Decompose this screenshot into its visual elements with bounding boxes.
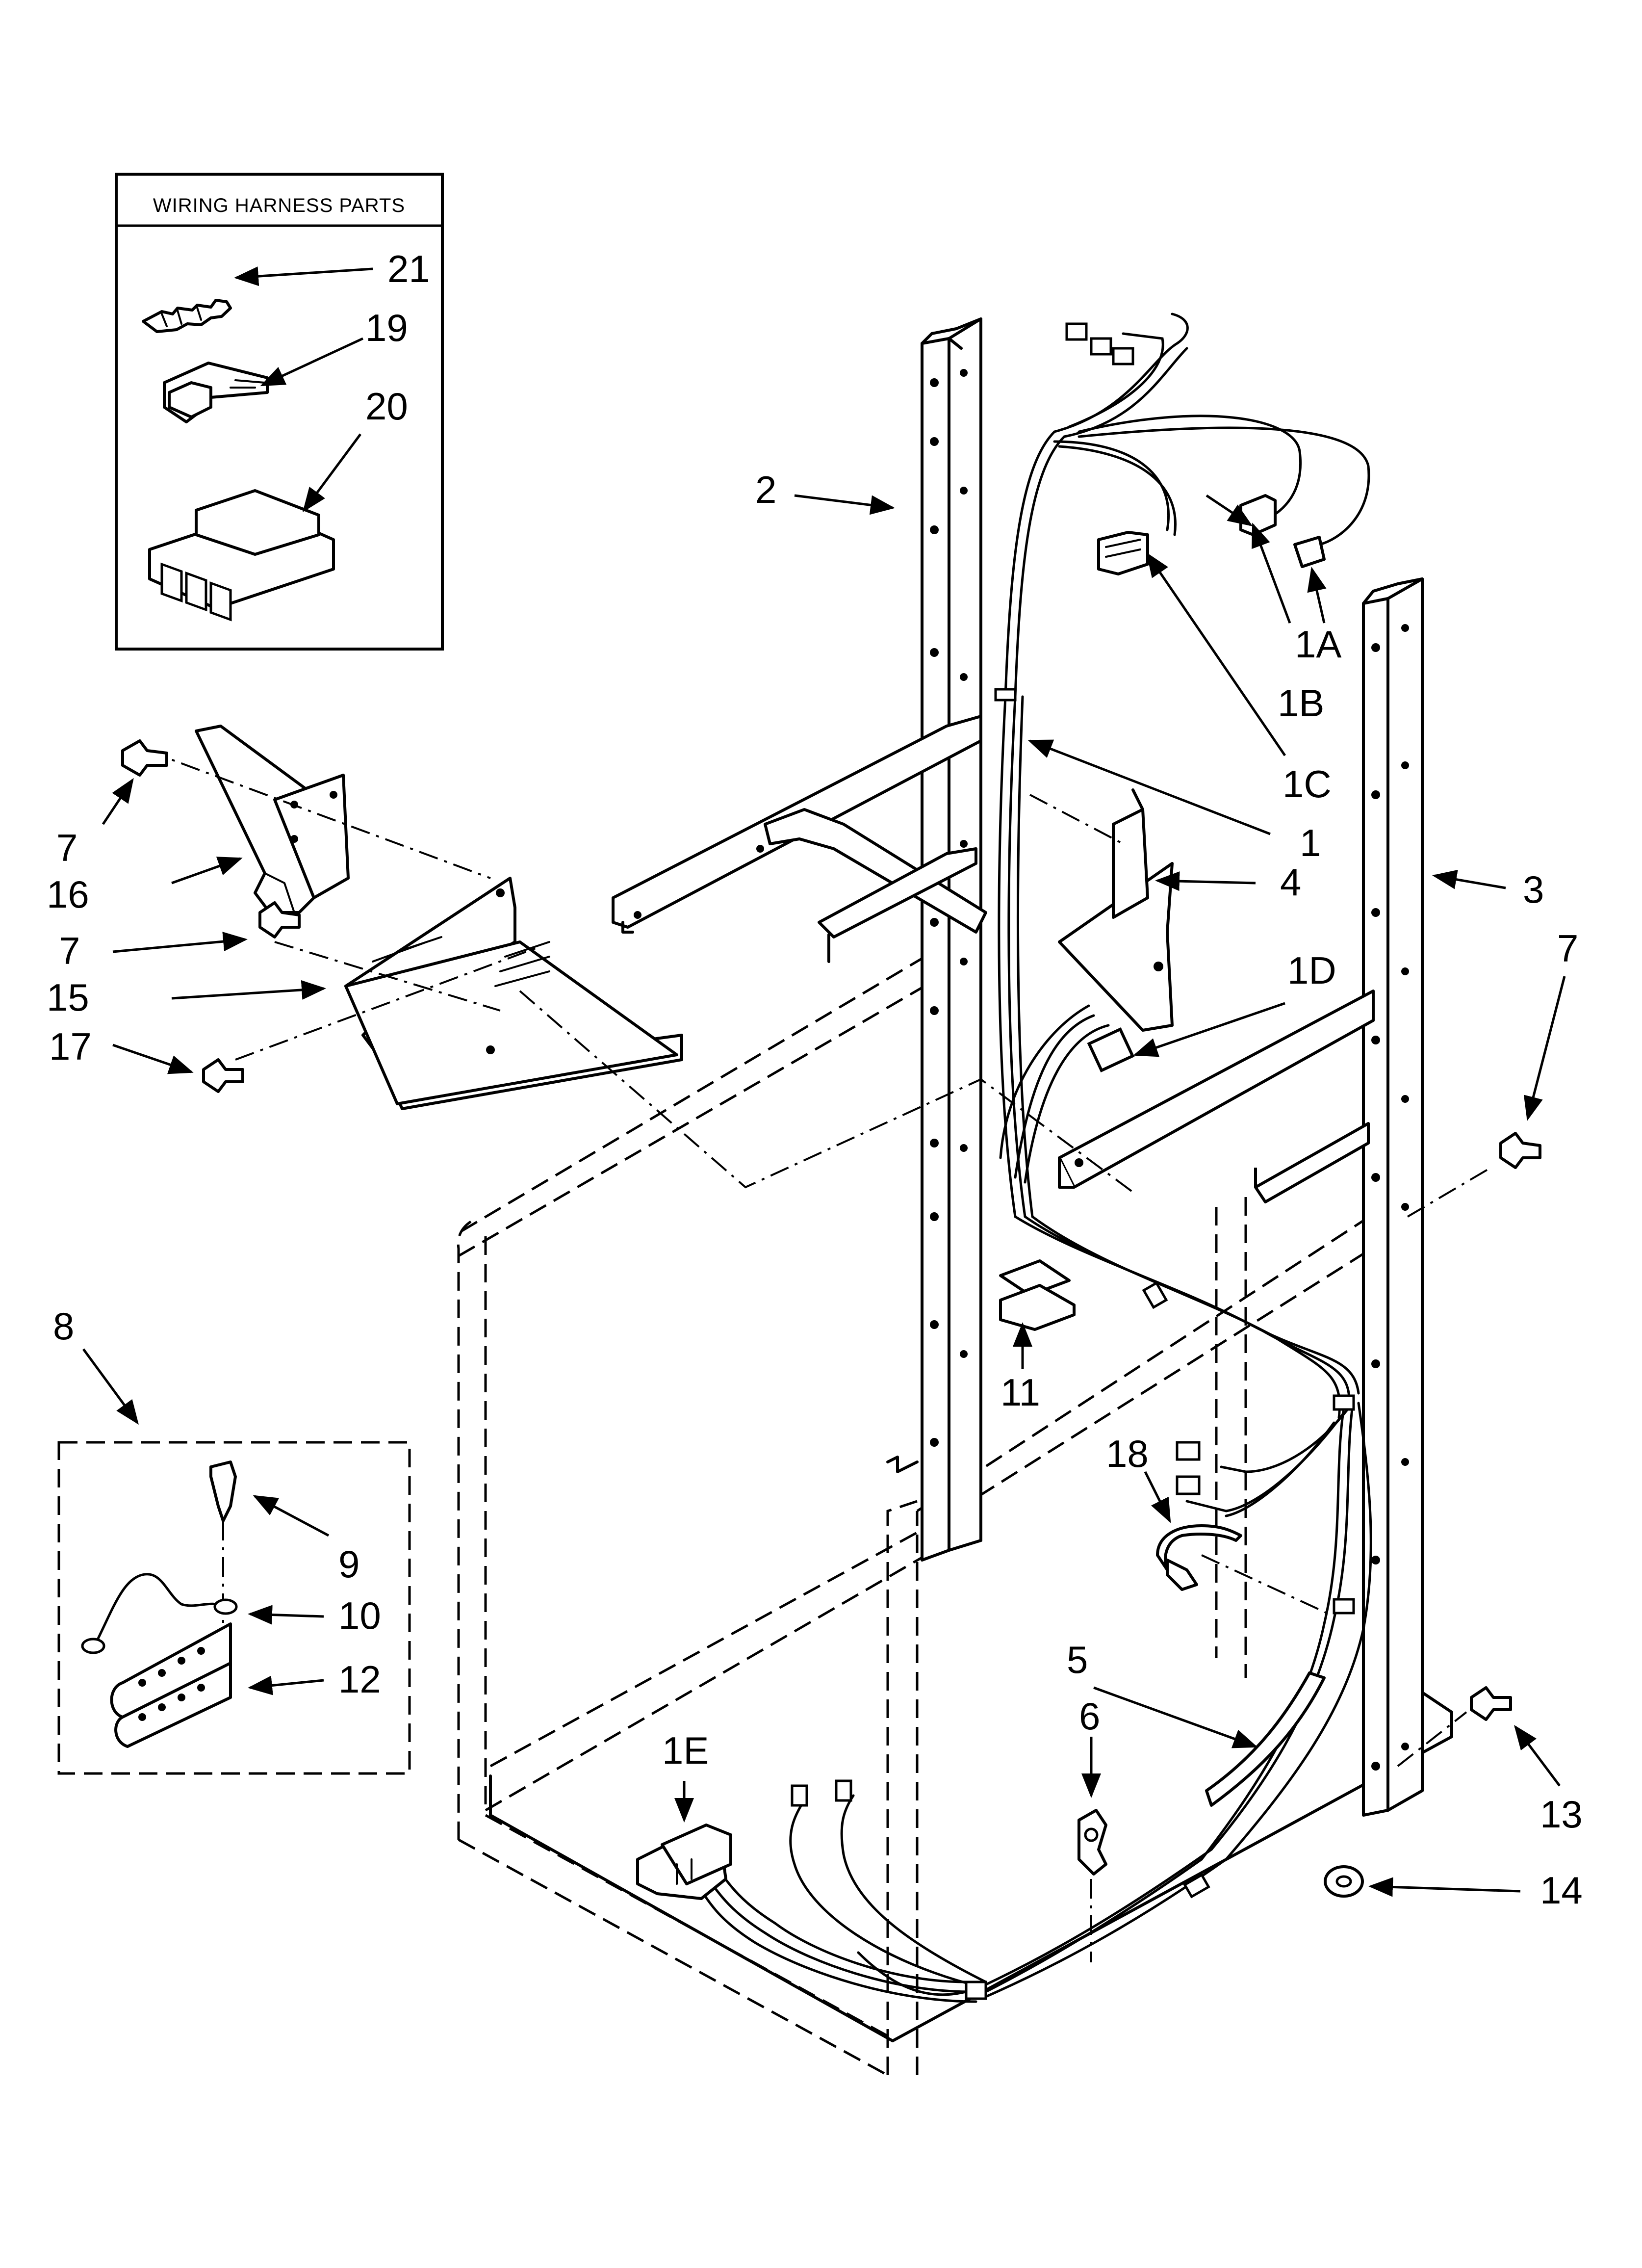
callout-11: 11	[1001, 1371, 1040, 1414]
ground-strip-part-12	[110, 1622, 232, 1748]
callout-12: 12	[338, 1658, 381, 1701]
screw-7-middle	[258, 901, 301, 938]
connector-1C	[1097, 531, 1149, 575]
right-cross-brace	[1058, 990, 1375, 1203]
connector-1D	[1087, 1027, 1135, 1072]
screw-part-9	[209, 1460, 237, 1522]
callout-10: 10	[338, 1594, 381, 1637]
left-cross-brace	[612, 715, 987, 963]
callout-1E: 1E	[662, 1729, 709, 1772]
callout-3: 3	[1523, 868, 1544, 911]
callout-17: 17	[49, 1025, 92, 1068]
cabinet-base-outline	[457, 945, 1453, 2077]
box-part-15	[344, 877, 683, 1110]
connector-1A	[1293, 536, 1326, 568]
nut-part-14	[1324, 1865, 1364, 1898]
callout-1A: 1A	[1295, 623, 1341, 666]
callout-8: 8	[53, 1304, 74, 1348]
terminal-part-21	[142, 299, 232, 333]
callout-21: 21	[387, 247, 430, 290]
spacer-part-11	[999, 1259, 1076, 1331]
screw-7-upper	[121, 739, 168, 777]
callout-14: 14	[1540, 1869, 1583, 1912]
callout-4: 4	[1280, 860, 1301, 904]
connector-1B	[1239, 494, 1277, 536]
bracket-part-4	[1058, 788, 1174, 1032]
callout-13: 13	[1540, 1793, 1583, 1836]
callout-18: 18	[1106, 1432, 1149, 1475]
callout-1: 1	[1300, 821, 1321, 864]
callout-1B: 1B	[1278, 681, 1324, 725]
wiring-harness-part-1	[690, 313, 1372, 2003]
callout-2: 2	[755, 468, 776, 511]
screw-part-13	[1470, 1686, 1512, 1721]
callout-16: 16	[47, 873, 89, 916]
callout-20: 20	[365, 385, 408, 428]
cable-tie-part-18	[1156, 1524, 1242, 1591]
callout-1D: 1D	[1287, 949, 1336, 992]
callout-5: 5	[1067, 1638, 1088, 1681]
connector-1E	[636, 1824, 732, 1900]
clip-part-6	[1078, 1809, 1107, 1876]
inset-title: WIRING HARNESS PARTS	[153, 195, 405, 216]
connector-lock-part-19	[163, 362, 269, 423]
bracket-part-16	[195, 725, 350, 914]
upright-part-2	[921, 317, 982, 1562]
callout-19: 19	[365, 306, 408, 349]
callout-9: 9	[338, 1542, 359, 1586]
screw-7-right	[1499, 1132, 1541, 1169]
callout-7-top: 7	[56, 826, 77, 869]
callout-7-middle: 7	[59, 929, 80, 972]
callout-7-right: 7	[1557, 927, 1578, 970]
wiring-harness-parts-inset: WIRING HARNESS PARTS 21 19 20	[115, 173, 444, 651]
connector-housing-part-20	[148, 489, 335, 622]
ground-kit-group-8	[57, 1441, 411, 1775]
upright-part-3	[1362, 577, 1424, 1817]
callout-1C: 1C	[1283, 762, 1332, 806]
screw-part-17	[202, 1058, 244, 1093]
ground-wire-part-10	[81, 1573, 238, 1654]
callout-6: 6	[1079, 1694, 1100, 1738]
callout-15: 15	[47, 976, 89, 1019]
